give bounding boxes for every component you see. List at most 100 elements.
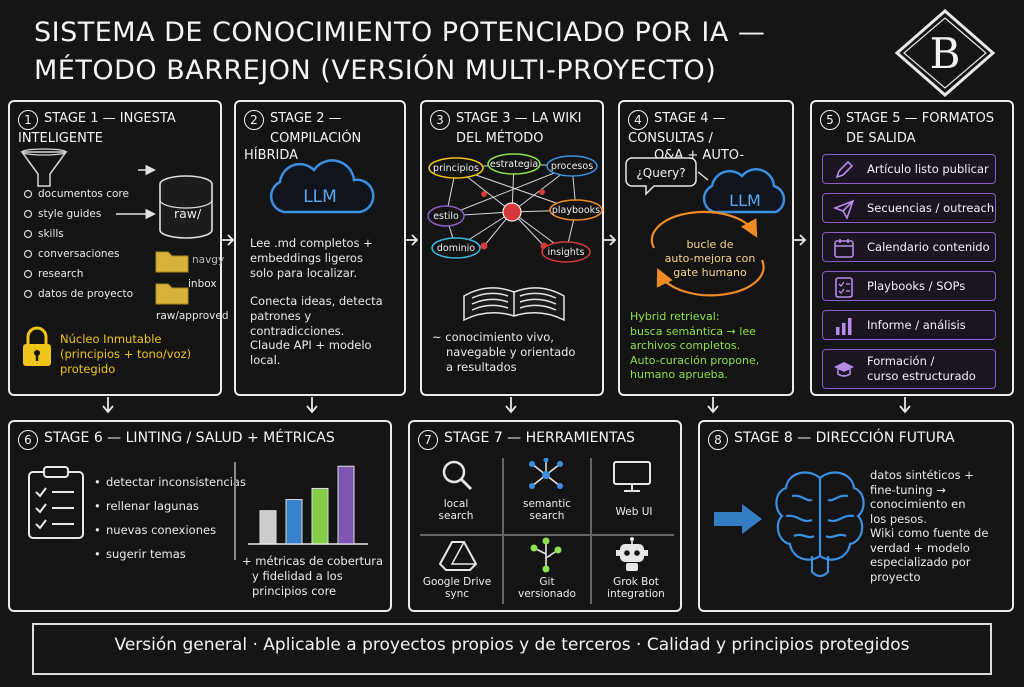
format-calendar: Calendario contenido [822, 232, 996, 262]
stage-2-text-2: Conecta ideas, detecta patrones y contra… [250, 294, 404, 339]
arrow-4-5 [794, 234, 807, 246]
arrow-down-4 [707, 397, 719, 414]
line: datos sintéticos + [870, 468, 974, 482]
stage-8-title: STAGE 8 — DIRECCIÓN FUTURA [734, 430, 955, 446]
hybrid-retrieval-note: Hybrid retrieval: busca semántica → lee … [630, 310, 759, 383]
database-icon [159, 175, 213, 239]
clipboard-checklist-icon [28, 466, 84, 539]
divider [420, 534, 674, 536]
metrics-caption: + métricas de cobertura y fidelidad a lo… [242, 554, 383, 599]
llm-label: LLM [303, 187, 337, 207]
arrow-down-5 [899, 397, 911, 414]
line: verdad + modelo [870, 540, 970, 555]
title-line-2: MÉTODO BARREJON (VERSIÓN MULTI-PROYECTO) [34, 55, 717, 86]
line: Wiki como fuente de [870, 526, 989, 540]
stage-5-number: 5 [820, 110, 840, 130]
node-procesos-label: procesos [551, 161, 593, 172]
line: proyecto [870, 569, 921, 584]
format-label: Playbooks / SOPs [867, 279, 966, 293]
inbox-label: inbox [188, 278, 217, 290]
monitor-icon [613, 461, 651, 492]
calendar-icon [834, 239, 854, 258]
stage-6-number: 6 [18, 430, 38, 450]
linting-item: detectar inconsistencias [94, 470, 246, 494]
stage-4-title-1: STAGE 4 — CONSULTAS / [628, 111, 726, 146]
funnel-icon [20, 151, 68, 187]
stage-3-number: 3 [430, 110, 450, 130]
node-estilo [427, 205, 465, 227]
graduation-cap-icon [834, 362, 854, 377]
arrow-down-2 [306, 397, 318, 414]
llm-cloud-icon: LLM [269, 159, 375, 214]
line: Grok Bot [613, 576, 659, 588]
approved-label: raw/approved [156, 310, 229, 322]
folder-overlay-label: navgy [192, 254, 225, 266]
line: Conecta ideas, detecta [250, 294, 383, 308]
line: semantic [522, 498, 572, 510]
metric-bar [285, 499, 303, 545]
metric-bar [311, 487, 329, 545]
stage-3-title-2: DEL MÉTODO [456, 131, 544, 146]
stage-2-text-1: Lee .md completos + embeddings ligeros s… [250, 236, 373, 281]
paper-plane-icon [833, 199, 855, 220]
metric-bar [259, 510, 277, 545]
stage-1-title-2: INTELIGENTE [18, 131, 103, 146]
line: patrones y contradicciones. [250, 309, 345, 338]
linting-list: detectar inconsistencias rellenar laguna… [94, 470, 246, 566]
line: Hybrid retrieval: [630, 310, 720, 323]
line: Auto-curación propone, [630, 353, 760, 367]
line: gate humano [673, 266, 747, 279]
node-principios-label: principios [433, 163, 479, 174]
line: bucle de [686, 238, 734, 251]
bar-chart-icon [836, 318, 852, 335]
footer-left-edge [32, 623, 34, 675]
format-label: Artículo listo publicar [867, 162, 989, 176]
linting-item: sugerir temas [94, 542, 246, 566]
stage-1-inputs: documentos core style guides skills conv… [38, 188, 133, 308]
arrow-down-3 [505, 397, 517, 414]
center-node [502, 202, 522, 222]
line: Web UI [615, 506, 653, 518]
line: Lee .md completos + [250, 236, 373, 250]
query-loop-diagram: ¿Query? LLM [625, 157, 786, 297]
input-item: skills [38, 228, 64, 240]
line: Google Drive [422, 576, 492, 588]
line: Claude API + modelo [250, 338, 372, 352]
line: ~ conocimiento vivo, [432, 330, 554, 344]
folder-icon-approved [155, 283, 189, 305]
line: search [529, 510, 565, 522]
node-dominio-label: dominio [437, 243, 475, 254]
linting-item: nuevas conexiones [94, 518, 246, 542]
format-article: Artículo listo publicar [822, 154, 996, 184]
line: conocimiento en [870, 497, 966, 511]
stage-8-text: datos sintéticos + fine-tuning → conocim… [870, 468, 988, 584]
node-estrategia [487, 153, 541, 175]
line: curso estructurado [867, 369, 976, 383]
line: especializado por [870, 555, 971, 569]
linting-item: rellenar lagunas [94, 494, 246, 518]
stage-7-number: 7 [418, 430, 438, 450]
format-label: Secuencias / outreach [867, 201, 995, 215]
node-insights [541, 241, 591, 263]
git-branch-icon [530, 537, 562, 573]
brain-icon [775, 471, 865, 578]
footer-banner: Versión general · Aplicable a proyectos … [32, 623, 992, 675]
input-item: conversaciones [38, 248, 120, 260]
query-label: ¿Query? [636, 166, 685, 180]
stage-5-title-2: DE SALIDA [846, 131, 916, 146]
format-label: Informe / análisis [867, 318, 966, 332]
checklist-icon [835, 277, 853, 298]
line: a resultados [446, 360, 517, 374]
line: auto-mejora con [664, 252, 756, 265]
line: humano aprueba. [630, 368, 728, 381]
